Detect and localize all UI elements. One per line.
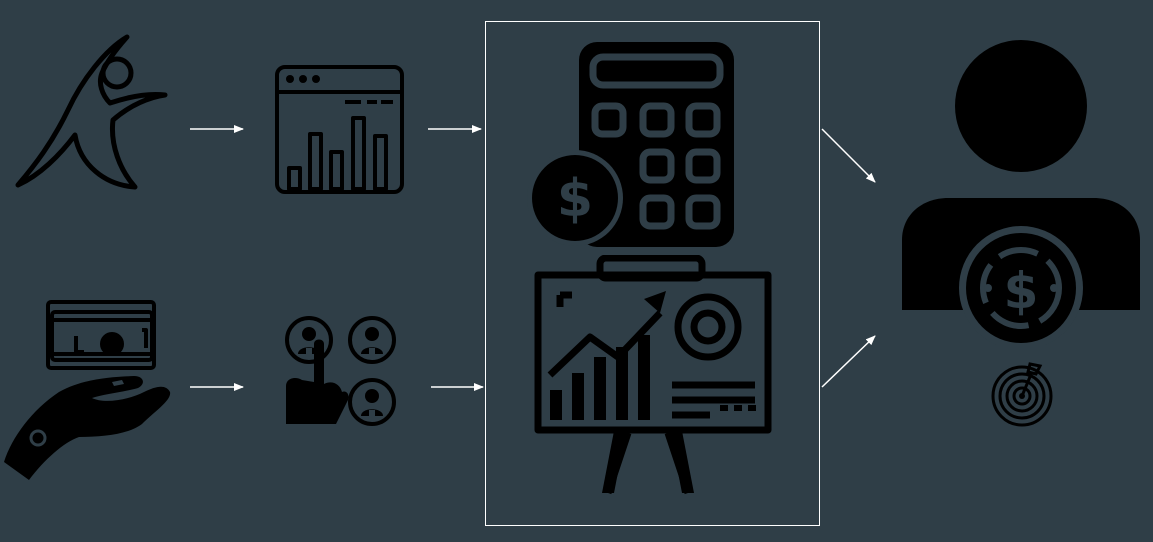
calculator-dollar-coin-icon: $ <box>527 42 734 247</box>
person-dollar-coin-icon: $ <box>902 40 1140 345</box>
arrow-box-to-investor-upper <box>821 128 876 183</box>
svg-text:$: $ <box>1004 262 1039 320</box>
hand-with-cash-icon <box>4 300 171 480</box>
browser-bar-chart-icon <box>275 65 404 194</box>
hand-selecting-people-icon <box>285 316 396 426</box>
svg-text:$: $ <box>557 169 593 229</box>
dancing-person-icon <box>15 34 168 190</box>
target-bullseye-icon <box>991 362 1053 427</box>
arrow-box-to-investor-lower <box>821 335 876 388</box>
presentation-board-growth-icon <box>534 255 772 495</box>
analysis-box <box>485 21 820 526</box>
